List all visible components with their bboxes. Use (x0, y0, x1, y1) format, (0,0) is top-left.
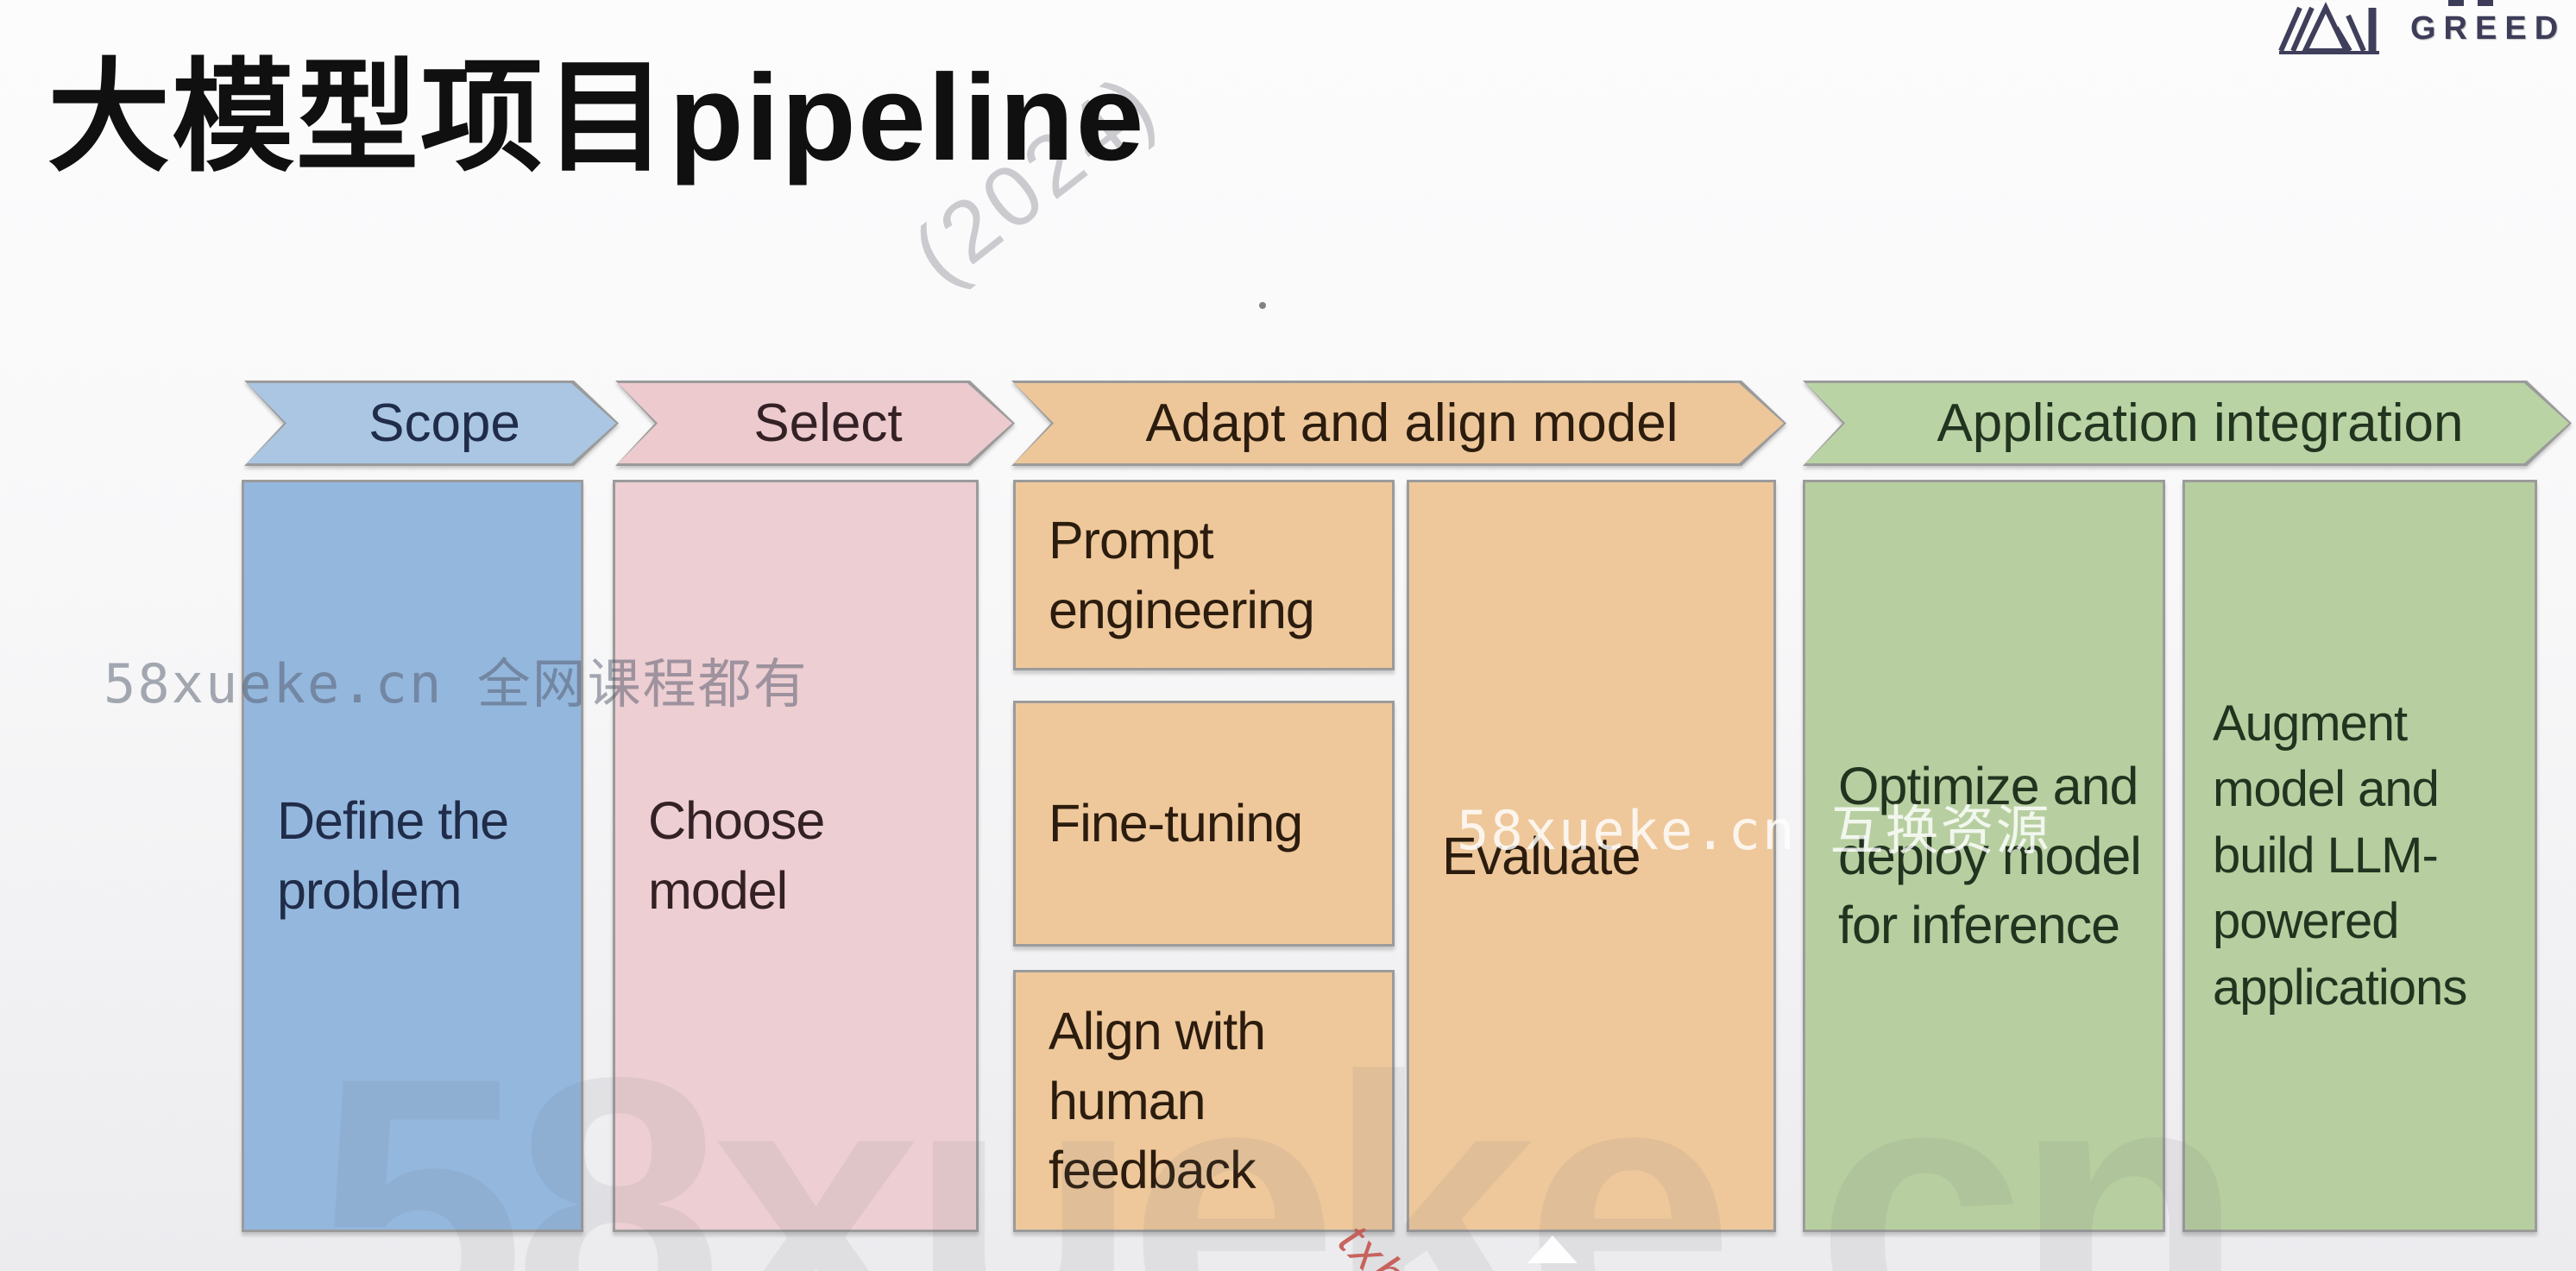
box-label: Fine-tuning (1049, 794, 1303, 853)
chevron-fill (1805, 383, 2569, 463)
box-label: Align with human feedback (1049, 1002, 1266, 1200)
box-align-with-human-feedback: Align with human feedback (1013, 970, 1395, 1232)
brand-name: GREED (2410, 10, 2567, 47)
chevron-fill (1014, 383, 1784, 463)
mountain-logo-icon (2278, 2, 2379, 54)
box-optimize-and-deploy: Optimize and deploy model for inference (1803, 480, 2165, 1232)
stage-label: Select (753, 393, 903, 453)
box-label: Optimize and deploy model for inference (1838, 757, 2142, 955)
stage-header-application-integration: Application integration (1803, 381, 2572, 466)
box-label: Choose model (648, 791, 825, 920)
stage-header-adapt-align: Adapt and align model (1011, 381, 1786, 466)
cutoff-glyph-1 (2448, 0, 2464, 6)
box-label: Define the problem (277, 791, 509, 920)
box-augment-model: Augment model and build LLM-powered appl… (2182, 480, 2537, 1232)
stage-header-scope: Scope (244, 381, 619, 466)
box-define-the-problem: Define the problem (242, 480, 583, 1232)
brand-logo: GREED (2265, 0, 2576, 60)
dust-speck (1259, 302, 1266, 309)
box-label: Evaluate (1442, 826, 1641, 885)
box-fine-tuning: Fine-tuning (1013, 701, 1395, 947)
box-choose-model: Choose model (613, 480, 979, 1232)
box-prompt-engineering: Prompt engineering (1013, 480, 1395, 670)
page-title: 大模型项目pipeline (47, 49, 1146, 186)
stage-label: Scope (368, 393, 520, 453)
stage-label: Adapt and align model (1145, 393, 1678, 453)
stage-label: Application integration (1937, 393, 2464, 453)
box-label: Prompt engineering (1049, 510, 1315, 639)
chevron-fill (618, 383, 1012, 463)
stage-header-select: Select (615, 381, 1015, 466)
box-label: Augment model and build LLM-powered appl… (2213, 695, 2467, 1016)
watermark-white-triangle (1527, 1236, 1578, 1263)
chevron-fill (247, 383, 616, 463)
box-evaluate: Evaluate (1407, 480, 1776, 1232)
cutoff-glyph-2 (2478, 0, 2493, 6)
